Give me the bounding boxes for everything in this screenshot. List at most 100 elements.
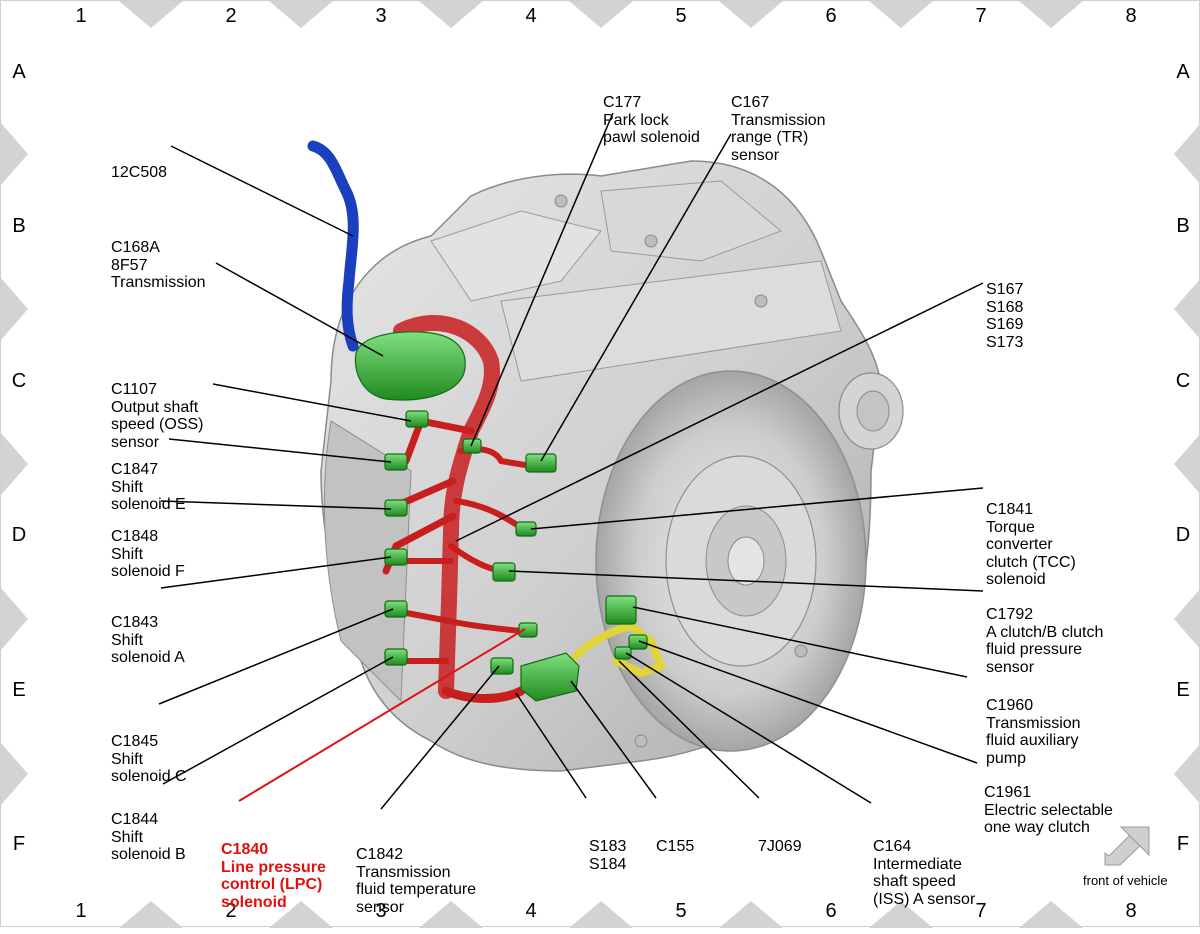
connector-c168a (354, 331, 466, 401)
callout-7j069: 7J069 (758, 838, 802, 855)
grid-col-2-top: 2 (225, 5, 237, 27)
grid-row-e-left: E (12, 679, 26, 701)
grid-marker-left (1, 743, 28, 805)
leader-c1107 (212, 383, 412, 422)
connector-c1840 (518, 622, 538, 638)
leader-7j069 (618, 660, 760, 799)
grid-marker-bottom (1019, 901, 1083, 928)
grid-row-d-left: D (11, 524, 27, 546)
connector-c164 (614, 646, 632, 660)
grid-col-1-top: 1 (75, 5, 87, 27)
main-cable (307, 140, 359, 352)
grid-marker-bottom (869, 901, 933, 928)
connector-c167 (525, 453, 557, 473)
grid-col-2-bottom: 2 (225, 900, 237, 922)
grid-marker-right (1174, 744, 1200, 804)
grid-row-c-left: C (11, 370, 27, 392)
grid-marker-bottom (119, 901, 183, 928)
grid-row-d-right: D (1175, 524, 1191, 546)
leader-c1844 (162, 656, 394, 785)
grid-col-8-bottom: 8 (1125, 900, 1137, 922)
grid-row-a-right: A (1176, 61, 1190, 83)
grid-row-e-right: E (1176, 679, 1190, 701)
grid-marker-top (419, 1, 483, 28)
grid-row-a-left: A (12, 61, 26, 83)
leader-c1847 (168, 438, 392, 463)
grid-col-3-bottom: 3 (375, 900, 387, 922)
grid-row-c-right: C (1175, 370, 1191, 392)
connector-c155 (520, 652, 580, 702)
leader-12c508 (170, 145, 354, 237)
connector-c1843 (384, 548, 408, 566)
connector-c1961 (628, 634, 648, 650)
grid-marker-top (269, 1, 333, 28)
connector-c177 (462, 438, 482, 454)
leader-c1845 (158, 608, 394, 705)
leader-lines (158, 112, 984, 810)
grid-marker-left (1, 588, 28, 650)
leader-c1961 (638, 640, 978, 764)
grid-marker-top (119, 1, 183, 28)
leader-s167 (455, 282, 984, 542)
grid-marker-left (1, 433, 28, 495)
callout-12c508: 12C508 (111, 164, 168, 181)
grid-marker-right (1174, 589, 1200, 649)
leader-c168a (215, 262, 384, 357)
grid-col-4-bottom: 4 (525, 900, 537, 922)
grid-marker-bottom (269, 901, 333, 928)
leader-c1840 (238, 628, 526, 802)
grid-marker-bottom (719, 901, 783, 928)
connector-c1792 (492, 562, 516, 582)
grid-marker-right (1174, 124, 1200, 184)
aux-pump-harness (572, 621, 667, 678)
leader-c1841 (530, 487, 984, 530)
grid-marker-left (1, 278, 28, 340)
grid-marker-bottom (419, 901, 483, 928)
leader-c164 (625, 652, 872, 804)
connector-c1960 (605, 595, 637, 625)
leader-c167 (540, 133, 732, 462)
leader-c1792 (508, 570, 984, 592)
grid-col-1-bottom: 1 (75, 900, 87, 922)
leader-s183 (515, 692, 587, 799)
callout-c155: C155 (656, 838, 695, 855)
grid-col-6-top: 6 (825, 5, 837, 27)
grid-row-f-left: F (12, 833, 26, 855)
grid-row-f-right: F (1176, 833, 1190, 855)
connector-c1844 (384, 648, 408, 666)
grid-marker-right (1174, 434, 1200, 494)
grid-marker-top (719, 1, 783, 28)
grid-marker-bottom (569, 901, 633, 928)
front-arrow-head (1119, 826, 1150, 857)
grid-col-7-top: 7 (975, 5, 987, 27)
grid-row-b-left: B (12, 215, 26, 237)
grid-col-6-bottom: 6 (825, 900, 837, 922)
grid-marker-top (1019, 1, 1083, 28)
front-of-vehicle-label: front of vehicle (1083, 873, 1168, 888)
leader-c177 (470, 112, 614, 447)
connector-c1848 (384, 499, 408, 517)
grid-col-4-top: 4 (525, 5, 537, 27)
grid-col-5-top: 5 (675, 5, 687, 27)
grid-col-5-bottom: 5 (675, 900, 687, 922)
leader-c1842 (380, 665, 500, 810)
grid-row-b-right: B (1176, 215, 1190, 237)
grid-col-8-top: 8 (1125, 5, 1137, 27)
connectors (354, 331, 648, 702)
